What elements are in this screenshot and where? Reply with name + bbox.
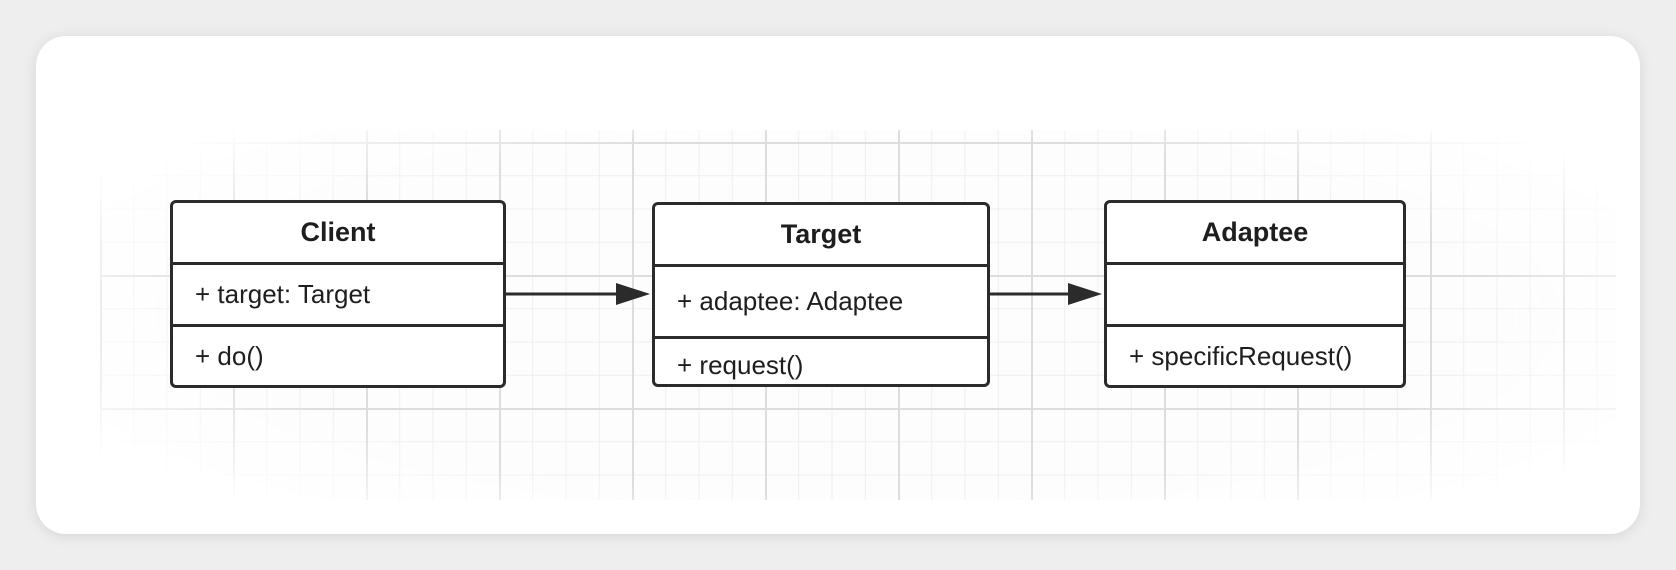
class-adaptee-operation: + specificRequest() bbox=[1129, 340, 1353, 371]
class-target-attribute: + adaptee: Adaptee bbox=[655, 267, 987, 339]
class-adaptee-name: Adaptee bbox=[1107, 203, 1403, 265]
class-adaptee-attributes-empty bbox=[1107, 265, 1403, 327]
class-target[interactable]: Target + adaptee: Adaptee + request() bbox=[652, 202, 990, 387]
diagram-card: Client + target: Target + do() Target + … bbox=[36, 36, 1640, 534]
diagram-canvas: Client + target: Target + do() Target + … bbox=[36, 36, 1640, 534]
class-target-operation: + request() bbox=[677, 350, 804, 380]
class-client-operation: + do() bbox=[195, 340, 264, 371]
class-target-name: Target bbox=[655, 205, 987, 267]
class-client-name: Client bbox=[173, 203, 503, 265]
class-adaptee[interactable]: Adaptee + specificRequest() bbox=[1104, 200, 1406, 388]
class-client-attribute: + target: Target bbox=[173, 265, 503, 327]
class-client[interactable]: Client + target: Target + do() bbox=[170, 200, 506, 388]
